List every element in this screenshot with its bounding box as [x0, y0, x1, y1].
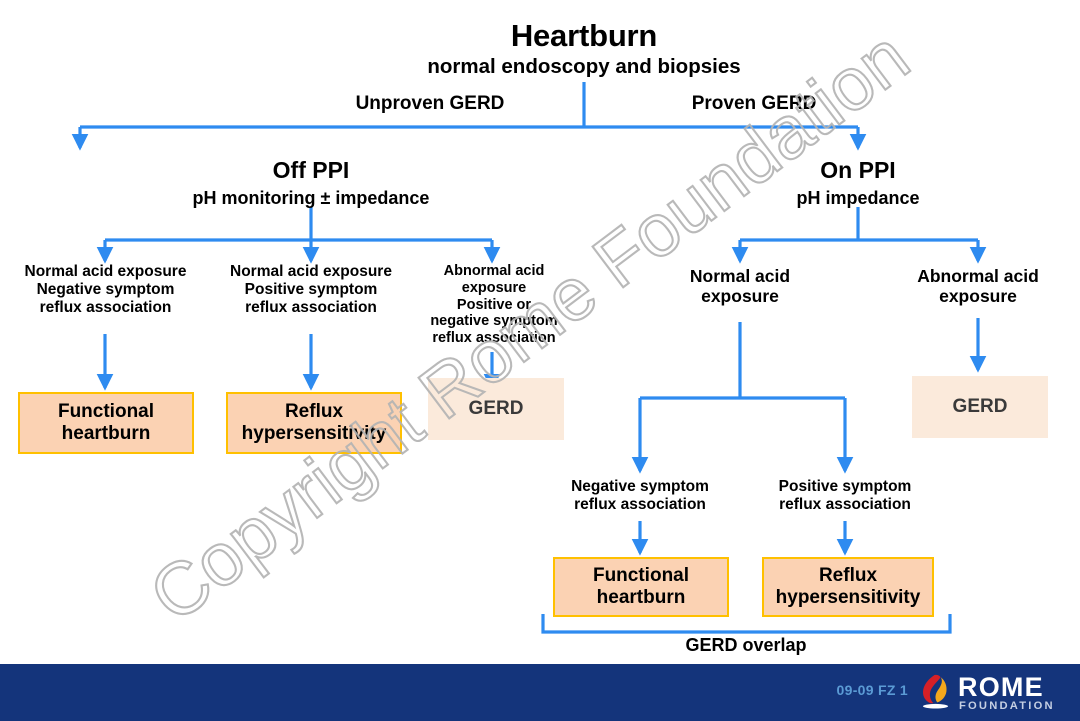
condition-left-2: Normal acid exposure Positive symptom re… — [230, 263, 392, 316]
condition-right-sub-positive: Positive symptom reflux association — [778, 478, 912, 513]
outcome-box-functional-heartburn-left: Functional heartburn — [18, 392, 194, 454]
logo-wordmark-rome: ROME — [958, 672, 1044, 702]
condition-right-normal-acid: Normal acid exposure — [689, 266, 791, 307]
footer-bar: 09-09 FZ 1 ROME FOUNDATION — [0, 664, 1080, 721]
footer-code: 09-09 FZ 1 — [836, 682, 908, 698]
page-title: Heartburn — [510, 18, 658, 53]
condition-right-abnormal-acid: Abnormal acid exposure — [917, 266, 1039, 307]
rome-foundation-logo: ROME FOUNDATION — [923, 672, 1055, 712]
condition-left-3: Abnormal acid exposure Positive or negat… — [430, 263, 558, 347]
branch-label-proven-gerd: Proven GERD — [691, 93, 817, 114]
logo-flame-red — [923, 674, 941, 704]
outcome-box-functional-heartburn-right: Functional heartburn — [553, 557, 729, 617]
logo-wordmark-foundation: FOUNDATION — [959, 700, 1055, 712]
logo-flame-orange — [935, 677, 947, 703]
condition-left-1: Normal acid exposure Negative symptom re… — [24, 263, 187, 316]
outcome-box-gerd-right: GERD — [912, 376, 1048, 438]
outcome-box-reflux-hypersensitivity-left: Reflux hypersensitivity — [226, 392, 402, 454]
outcome-box-gerd-left: GERD — [428, 378, 564, 440]
stage-off-ppi-subtitle: pH monitoring ± impedance — [192, 188, 430, 208]
stage-on-ppi-title: On PPI — [820, 157, 896, 183]
outcome-box-reflux-hypersensitivity-right: Reflux hypersensitivity — [762, 557, 934, 617]
label-gerd-overlap: GERD overlap — [685, 635, 807, 655]
page-subtitle: normal endoscopy and biopsies — [427, 55, 741, 78]
logo-base-arc — [923, 703, 948, 709]
stage-on-ppi-subtitle: pH impedance — [796, 188, 920, 208]
branch-label-unproven-gerd: Unproven GERD — [355, 93, 505, 114]
stage-off-ppi-title: Off PPI — [272, 157, 350, 183]
condition-right-sub-negative: Negative symptom reflux association — [571, 478, 709, 513]
